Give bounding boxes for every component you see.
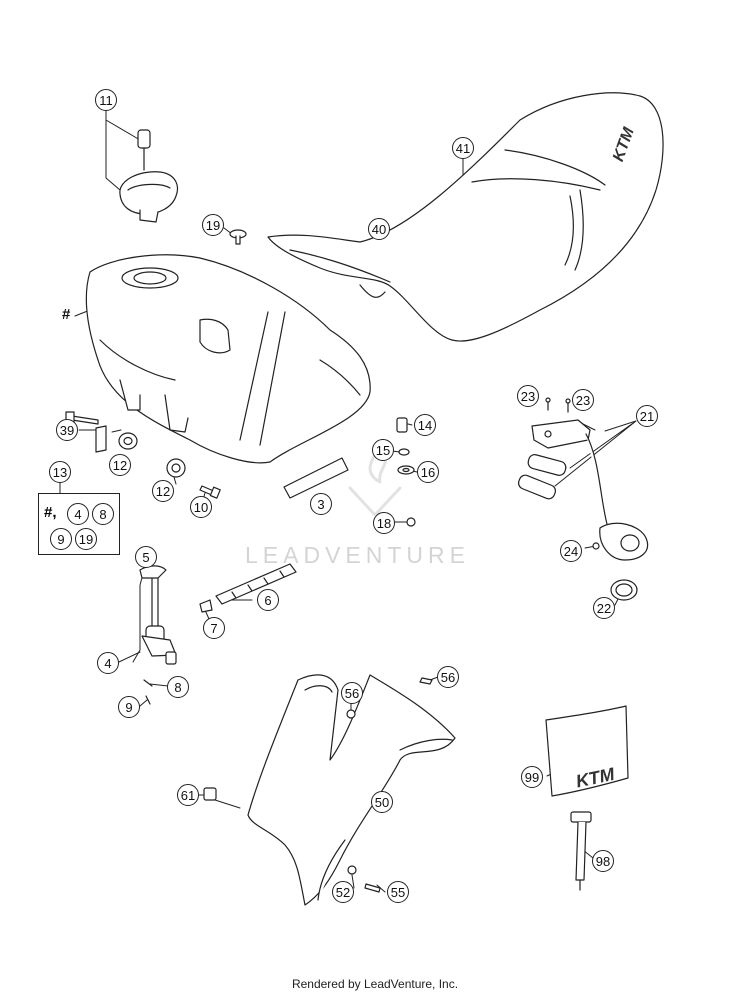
callout-50: 50 [371, 791, 393, 813]
watermark-text: LEADVENTURE [245, 542, 470, 568]
callout-23-a: 23 [517, 385, 539, 407]
callout-52: 52 [332, 881, 354, 903]
callout-15: 15 [372, 439, 394, 461]
callout-12-b: 12 [152, 480, 174, 502]
set-item-19: 19 [75, 528, 97, 550]
lock-set [517, 397, 649, 561]
callout-13: 13 [49, 461, 71, 483]
fuel-hose [215, 563, 297, 605]
callout-4: 4 [97, 652, 119, 674]
seat [267, 92, 664, 342]
set-item-8: 8 [92, 503, 114, 525]
callout-6: 6 [257, 589, 279, 611]
callout-56-a: 56 [341, 682, 363, 704]
watermark-emblem [348, 453, 402, 517]
callout-8: 8 [167, 676, 189, 698]
lock-cap-22 [610, 579, 638, 601]
fuel-cap [119, 129, 179, 223]
set-item-4: 4 [67, 503, 89, 525]
callout-11: 11 [95, 89, 117, 111]
set-item-9: 9 [50, 528, 72, 550]
bolt-39 [65, 411, 107, 453]
screw-19 [229, 229, 247, 245]
decal-99 [545, 705, 629, 797]
cover-fasteners [203, 677, 433, 893]
callout-18: 18 [373, 512, 395, 534]
callout-21: 21 [636, 405, 658, 427]
callout-23-b: 23 [572, 389, 594, 411]
bolt-10 [199, 485, 221, 499]
set-box-hash: #, [44, 504, 57, 521]
fuel-tank [85, 254, 371, 464]
callout-16: 16 [417, 461, 439, 483]
callout-24: 24 [560, 540, 582, 562]
callout-22: 22 [593, 597, 615, 619]
callout-10: 10 [190, 496, 212, 518]
hose-clip-7 [199, 599, 213, 613]
callout-14: 14 [414, 414, 436, 436]
callout-12-a: 12 [109, 454, 131, 476]
callout-40: 40 [368, 218, 390, 240]
callout-55: 55 [387, 881, 409, 903]
hardware-set-box: #, 4 8 9 19 [38, 493, 120, 555]
callout-5: 5 [135, 546, 157, 568]
callout-99: 99 [521, 766, 543, 788]
fasteners-14-18 [396, 417, 416, 527]
callout-9: 9 [118, 696, 140, 718]
callout-7: 7 [203, 617, 225, 639]
render-credit: Rendered by LeadVenture, Inc. [291, 977, 459, 991]
callout-98: 98 [592, 850, 614, 872]
callout-3: 3 [310, 493, 332, 515]
grommet-12-a [118, 432, 138, 450]
fuel-tap [139, 565, 177, 705]
grommet-12-b [166, 458, 186, 478]
tank-hash-marker: # [62, 306, 71, 323]
callout-61: 61 [177, 784, 199, 806]
callout-41: 41 [452, 137, 474, 159]
rubber-pad-3 [283, 457, 349, 499]
callout-19-top: 19 [202, 214, 224, 236]
strap-98 [570, 811, 592, 891]
callout-39: 39 [56, 419, 78, 441]
callout-56-b: 56 [437, 666, 459, 688]
